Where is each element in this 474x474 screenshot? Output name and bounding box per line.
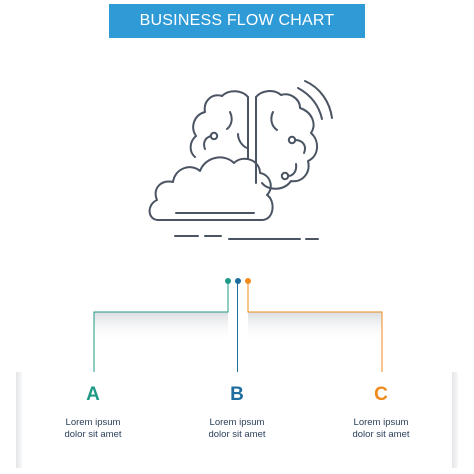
step-text-b: Lorem ipsum dolor sit amet (166, 417, 308, 441)
step-letter-b: B (230, 384, 244, 405)
step-text-a-line1: Lorem ipsum (65, 417, 121, 428)
step-text-c-line1: Lorem ipsum (353, 417, 409, 428)
connector-a (93, 283, 229, 374)
step-text-a: Lorem ipsum dolor sit amet (22, 417, 164, 441)
connector-dot-a (225, 278, 231, 284)
connector-dot-b (235, 278, 241, 284)
step-text-c-line2: dolor sit amet (352, 429, 410, 440)
brain-cloud-idea-icon (148, 80, 333, 240)
step-text-a-line2: dolor sit amet (64, 429, 122, 440)
step-card-c: C Lorem ipsum dolor sit amet (310, 372, 452, 468)
title-banner: BUSINESS FLOW CHART (109, 4, 365, 38)
step-letter-a: A (86, 384, 100, 405)
step-text-c: Lorem ipsum dolor sit amet (310, 417, 452, 441)
step-card-b: B Lorem ipsum dolor sit amet (166, 372, 308, 468)
step-card-a: A Lorem ipsum dolor sit amet (22, 372, 164, 468)
page-title: BUSINESS FLOW CHART (139, 12, 335, 29)
step-letter-c: C (374, 384, 388, 405)
connector-dot-c (245, 278, 251, 284)
connector-shading (94, 312, 382, 342)
connector-c (247, 283, 383, 374)
step-text-b-line2: dolor sit amet (208, 429, 266, 440)
step-text-b-line1: Lorem ipsum (209, 417, 265, 428)
